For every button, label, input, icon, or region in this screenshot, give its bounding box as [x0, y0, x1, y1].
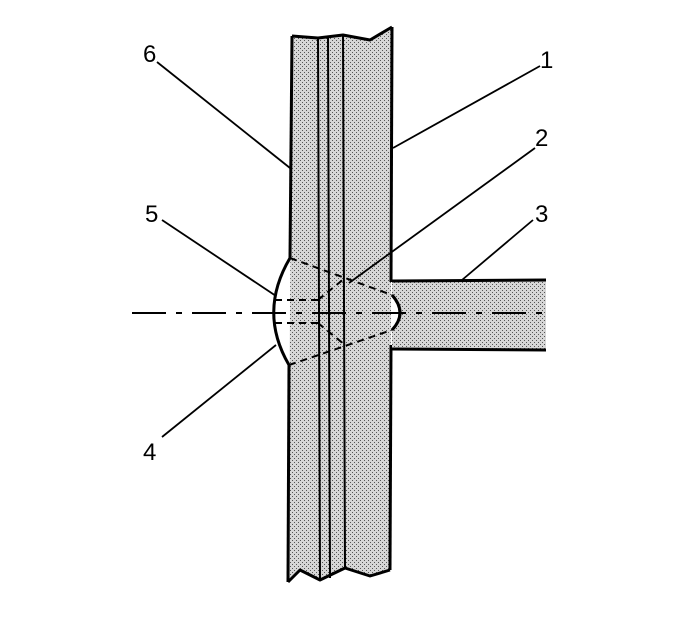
panel-body	[288, 27, 392, 582]
rivet	[272, 257, 402, 366]
leader-4	[161, 344, 277, 438]
callout-label-4: 4	[143, 439, 156, 466]
layer-line-2	[327, 37, 331, 579]
callout-label-5: 5	[145, 201, 158, 228]
rivet-hidden-top	[289, 257, 393, 296]
panel-right-edge-lower	[388, 344, 393, 571]
leader-1	[392, 65, 541, 149]
rivet-head-outline	[272, 257, 292, 366]
layer-line-3	[342, 34, 346, 569]
rivet-hidden-cone-b	[317, 322, 346, 346]
panel-bottom-edge	[286, 566, 391, 584]
leader-2	[348, 147, 536, 284]
panel-right-edge-upper	[389, 26, 394, 283]
callout-label-3: 3	[535, 201, 548, 228]
panel-left-edge-upper	[288, 35, 294, 259]
member-top-edge	[391, 278, 547, 283]
vertical-panel	[286, 25, 394, 584]
leader-5	[161, 219, 277, 297]
leader-lines	[156, 61, 541, 438]
callout-label-2: 2	[535, 125, 548, 152]
horizontal-member	[391, 278, 547, 352]
callout-label-6: 6	[143, 41, 156, 68]
callout-label-1: 1	[540, 47, 553, 74]
layer-line-1	[317, 37, 321, 581]
leader-6	[156, 61, 291, 169]
panel-left-edge-lower	[286, 364, 291, 583]
rivet-hidden-bottom	[288, 329, 393, 366]
rivet-hidden-cone-a	[317, 277, 346, 301]
leader-3	[461, 219, 534, 281]
member-bottom-edge	[391, 347, 547, 352]
member-body	[392, 280, 546, 350]
